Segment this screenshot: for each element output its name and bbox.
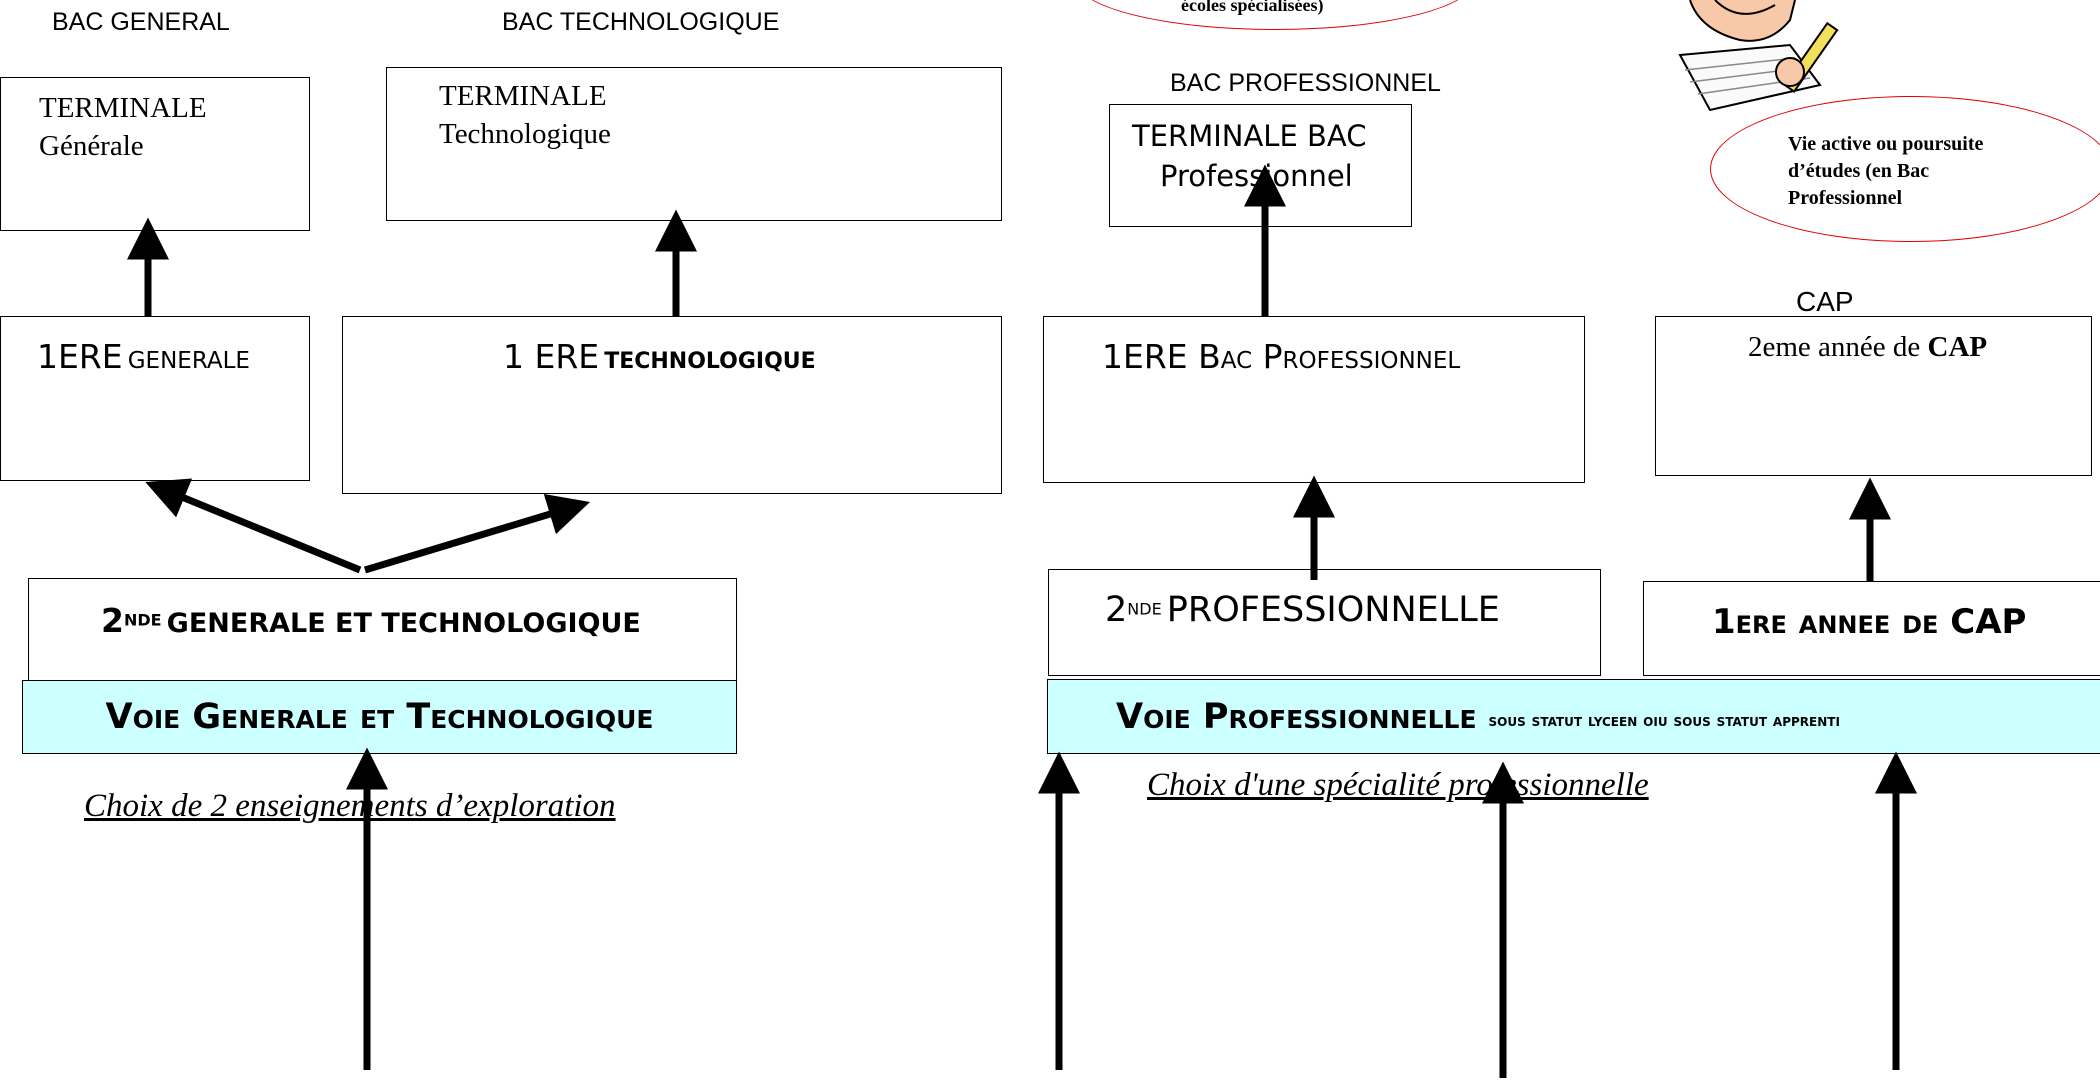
header-bac-professionnel: BAC PROFESSIONNEL: [1170, 69, 1441, 97]
terminale-generale-line1: TERMINALE: [39, 92, 207, 124]
terminale-techno-line2: Technologique: [439, 118, 611, 150]
cartoon-student-illustration: [1670, 0, 1900, 130]
box-2eme-annee-cap: 2eme année de CAP: [1655, 316, 2092, 476]
1ere-generale-main: 1ERE: [37, 337, 123, 376]
2eme-annee-cap-prefix: 2eme année de: [1748, 331, 1928, 363]
1ere-bac-pro-label: 1ERE Bac Professionnel: [1102, 337, 1461, 376]
voie-gt-label: Voie Generale et Technologique: [105, 697, 654, 737]
header-bac-general: BAC GENERAL: [52, 8, 230, 36]
box-1ere-technologique: 1 ERE TECHNOLOGIQUE: [342, 316, 1002, 494]
1ere-techno-main: 1 ERE: [503, 337, 600, 376]
voie-pro-small: sous statut lyceen oiu sous statut appre…: [1488, 710, 1840, 731]
ellipse-vie-active: Vie active ou poursuite d’études (en Bac…: [1710, 96, 2100, 242]
arrow-2nde-to-1ere-techno: [363, 494, 591, 574]
band-voie-generale-technologique: Voie Generale et Technologique: [22, 680, 737, 754]
2nde-pro-rest: PROFESSIONNELLE: [1166, 590, 1500, 630]
2nde-pro-sup: NDE: [1127, 599, 1162, 619]
box-terminale-technologique: TERMINALE Technologique: [386, 67, 1002, 221]
1ere-generale-small: GENERALE: [127, 348, 250, 374]
choix-specialite-professionnelle: Choix d'une spécialité professionnelle: [1147, 767, 1649, 803]
box-1ere-generale: 1ERE GENERALE: [0, 316, 310, 481]
2eme-annee-cap-bold: CAP: [1927, 331, 1988, 363]
cartoon-student-icon: [1678, 0, 1839, 112]
terminale-pro-line1: TERMINALE BAC: [1132, 119, 1367, 153]
arrow-2nde-to-1ere-generale: [145, 478, 362, 574]
terminale-generale-line2: Générale: [39, 130, 144, 162]
voie-pro-main: Voie Professionnelle: [1116, 696, 1477, 737]
box-1ere-bac-pro: 1ERE Bac Professionnel: [1043, 316, 1585, 483]
band-voie-professionnelle: Voie Professionnelle sous statut lyceen …: [1047, 679, 2100, 754]
ellipse-ecoles-text: écoles spécialisées): [1181, 0, 1324, 15]
box-2nde-professionnelle: 2NDE PROFESSIONNELLE: [1048, 569, 1601, 676]
ellipse-vie-active-text: Vie active ou poursuite d’études (en Bac…: [1788, 133, 1984, 209]
2nde-gt-sup: NDE: [123, 610, 162, 630]
1ere-annee-cap-label: 1ere annee de CAP: [1712, 602, 2027, 642]
choix-enseignements-exploration: Choix de 2 enseignements d’exploration: [84, 788, 616, 824]
2nde-gt-rest: GENERALE ET TECHNOLOGIQUE: [166, 608, 641, 639]
box-1ere-annee-cap: 1ere annee de CAP: [1643, 581, 2100, 676]
terminale-techno-line1: TERMINALE: [439, 80, 607, 112]
header-cap: CAP: [1796, 286, 1854, 317]
box-2nde-generale-technologique: 2NDE GENERALE ET TECHNOLOGIQUE: [28, 578, 737, 682]
1ere-techno-small: TECHNOLOGIQUE: [604, 349, 816, 374]
2nde-pro-main: 2: [1105, 590, 1128, 630]
2nde-gt-main: 2: [101, 601, 124, 640]
header-bac-technologique: BAC TECHNOLOGIQUE: [502, 8, 780, 36]
